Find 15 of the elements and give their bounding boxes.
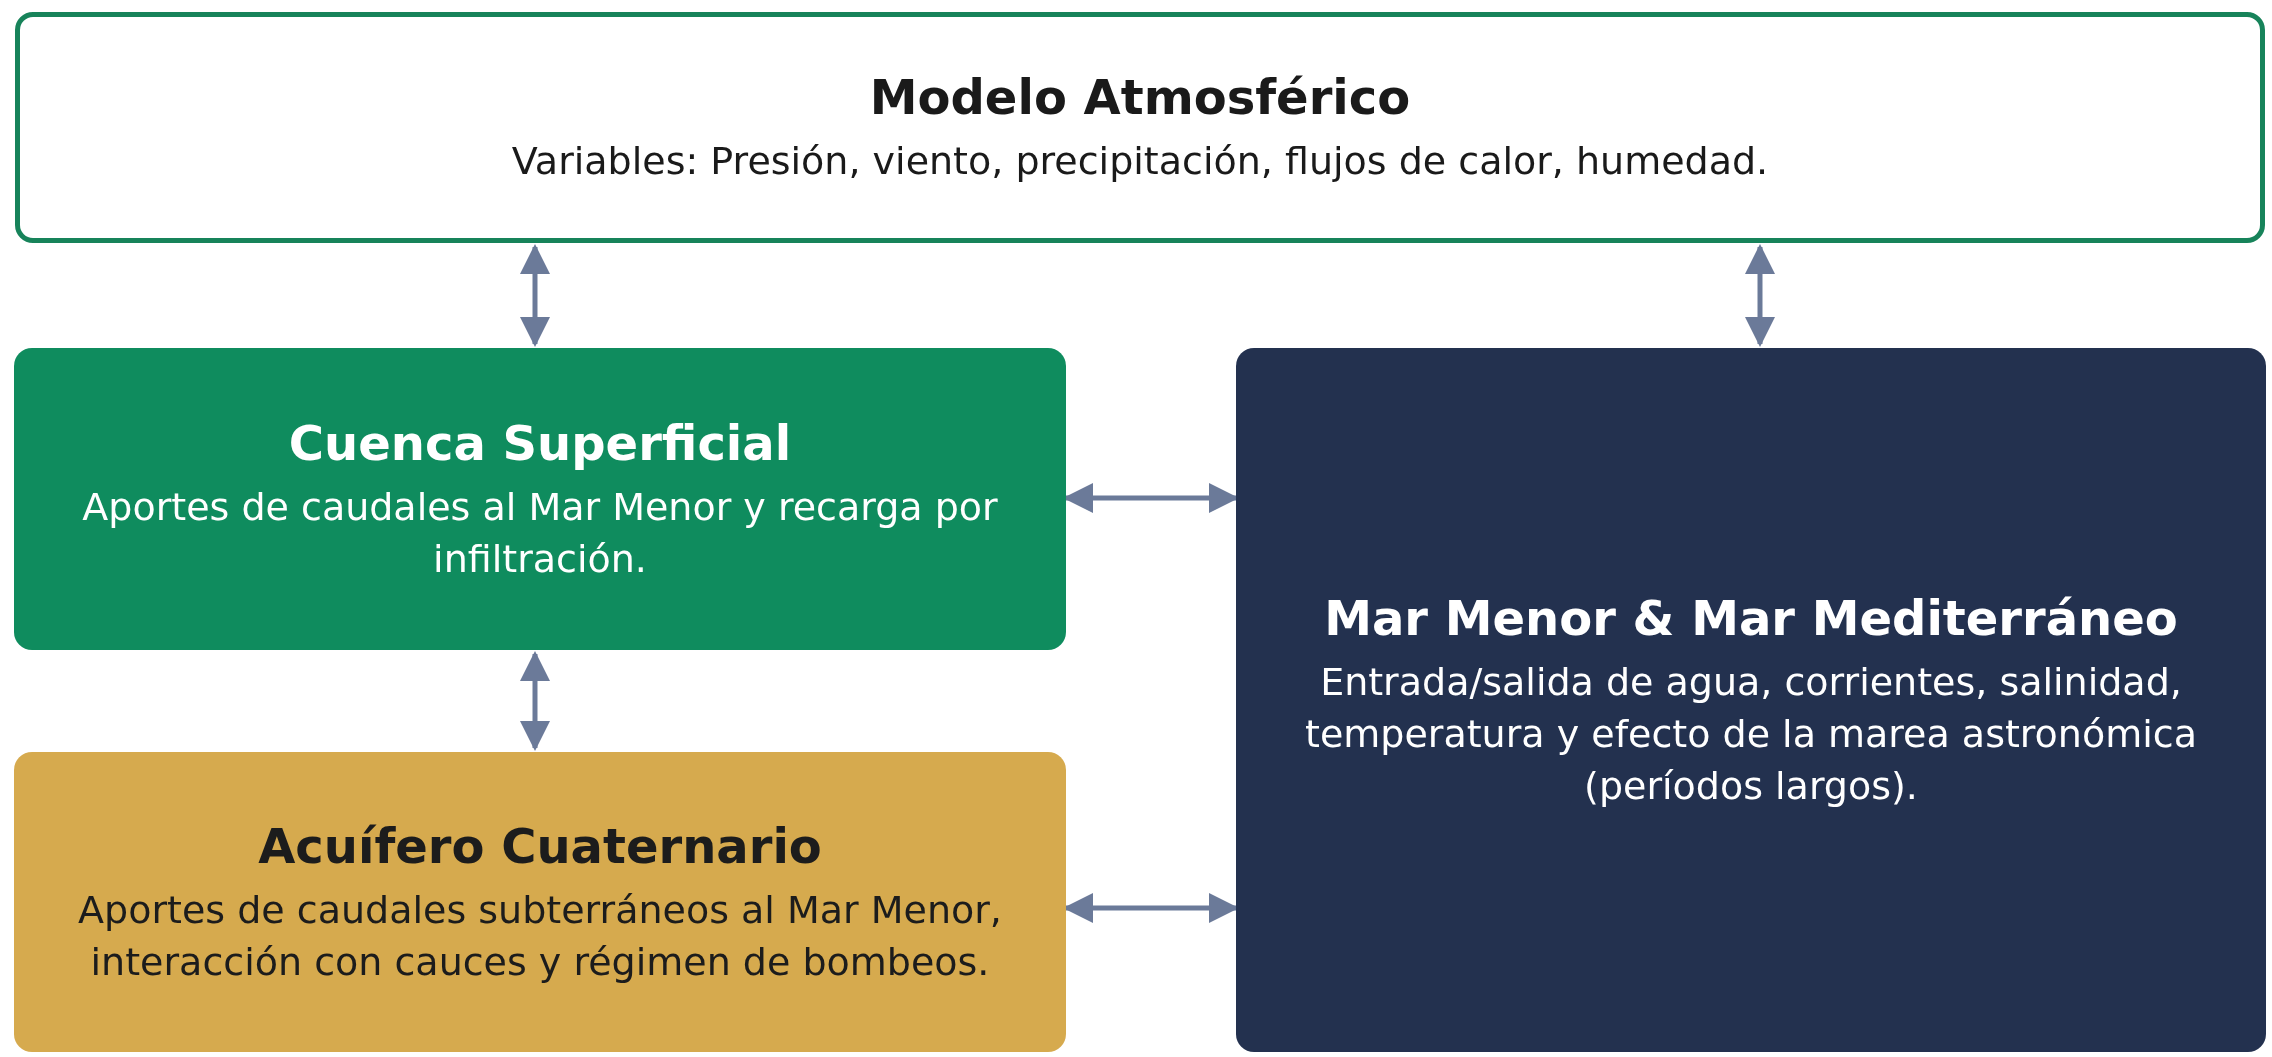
double-arrow [1745, 244, 1775, 347]
process-box [14, 752, 1066, 1052]
box-title: Cuenca Superficial [288, 413, 792, 473]
box-title: Mar Menor & Mar Mediterráneo [1324, 588, 2178, 648]
box-description: Aportes de caudales al Mar Menor y recarga por infiltración. [81, 483, 999, 583]
double-arrow [520, 651, 550, 751]
box-description: Aportes de caudales subterráneos al Mar Menor, interacción con cauces y régimen de bombeos. [77, 886, 1003, 986]
process-box [14, 348, 1066, 650]
box-description: Entrada/salida de agua, corrientes, salinidad, temperatura y efecto de la marea astronómica (períodos largos). [1304, 658, 2198, 811]
double-arrow [520, 244, 550, 347]
process-box [15, 12, 2265, 243]
box-title: Modelo Atmosférico [869, 68, 1411, 128]
process-box [1236, 348, 2266, 1052]
box-title: Acuífero Cuaternario [258, 816, 822, 876]
box-description: Variables: Presión, viento, precipitación, flujos de calor, humedad. [511, 138, 1769, 186]
